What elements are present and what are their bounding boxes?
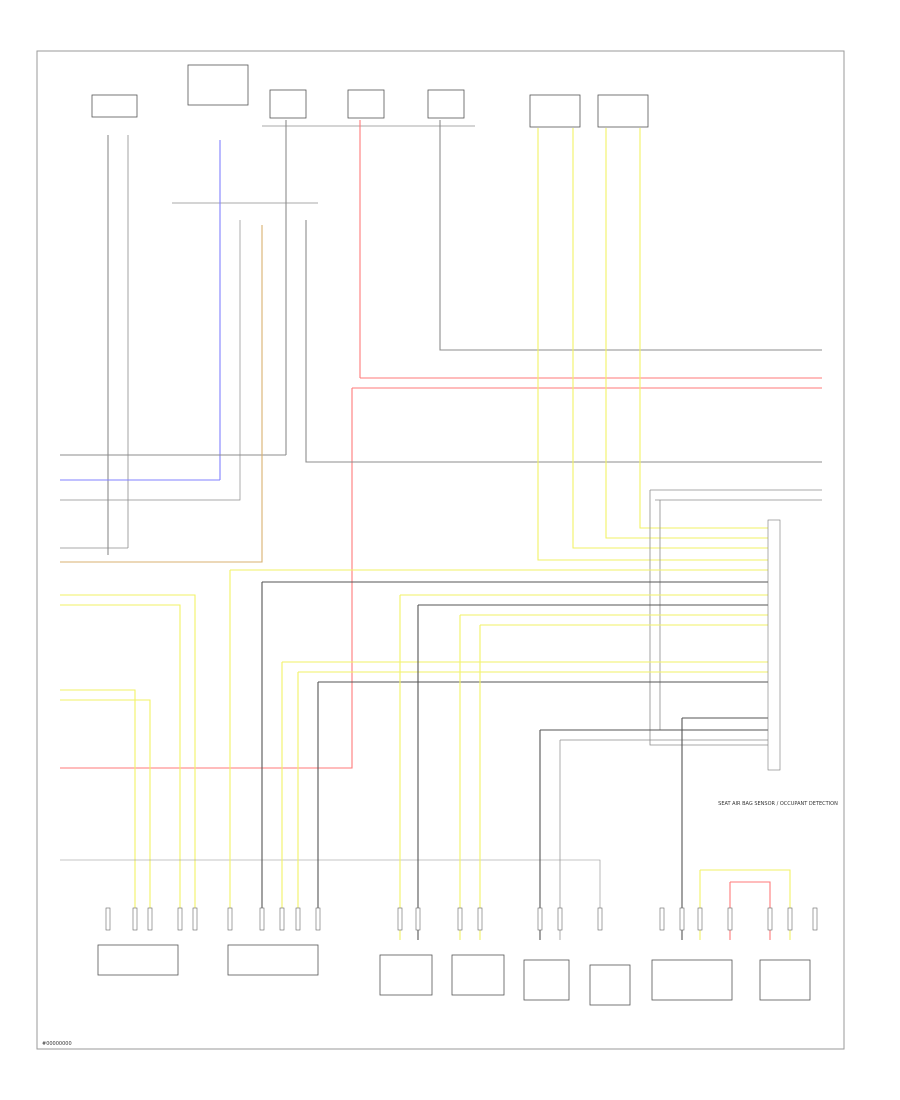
wire-16 <box>60 225 263 563</box>
pin-13 <box>477 907 483 931</box>
wire-41 <box>60 859 601 930</box>
wire-56 <box>730 881 771 940</box>
wire-11 <box>305 220 822 463</box>
wire-7 <box>439 120 822 351</box>
wires-group <box>60 120 822 940</box>
airbag-warning-light-connector <box>187 64 249 106</box>
steering-sensor-2 <box>597 94 649 128</box>
left-seat-airbag-2 <box>227 944 319 976</box>
pin-18 <box>679 907 685 931</box>
wire-20 <box>639 128 770 529</box>
pin-4 <box>192 907 198 931</box>
fuse-2 <box>347 89 385 119</box>
wire-38 <box>60 604 181 930</box>
pin-20 <box>727 907 733 931</box>
pin-23 <box>812 907 818 931</box>
wire-17 <box>537 128 770 561</box>
wire-14 <box>60 220 241 501</box>
diagram-frame <box>36 50 845 1050</box>
pin-14 <box>537 907 543 931</box>
right-seat-airbag <box>379 954 433 996</box>
fuse-3 <box>427 89 465 119</box>
pin-11 <box>415 907 421 931</box>
pin-2 <box>147 907 153 931</box>
wire-10 <box>60 388 353 769</box>
pin-10 <box>397 907 403 931</box>
wire-39 <box>60 689 136 930</box>
wire-54 <box>700 869 791 940</box>
ecu-connector-block <box>767 519 781 771</box>
pin-7 <box>279 907 285 931</box>
pin-12 <box>457 907 463 931</box>
wire-37 <box>60 594 196 930</box>
steering-sensor-1 <box>529 94 581 128</box>
seat-position-sensor <box>589 964 631 1006</box>
pin-9 <box>315 907 321 931</box>
footer-code: #00000000 <box>42 1041 72 1047</box>
pin-6 <box>259 907 265 931</box>
wire-19 <box>605 128 770 539</box>
fuse-1 <box>269 89 307 119</box>
curtain-airbag-2 <box>523 959 570 1001</box>
wire-23 <box>649 490 770 746</box>
wire-40 <box>60 699 151 930</box>
pin-22 <box>787 907 793 931</box>
pin-0 <box>105 907 111 931</box>
pin-5 <box>227 907 233 931</box>
pin-1 <box>132 907 138 931</box>
ecu-caption: SEAT AIR BAG SENSOR / OCCUPANT DETECTION <box>718 801 838 807</box>
left-front-sensor-connector <box>91 94 138 118</box>
components-group <box>91 64 818 1006</box>
pin-3 <box>177 907 183 931</box>
left-seat-airbag-1 <box>97 944 179 976</box>
pin-15 <box>557 907 563 931</box>
right-front-sensor <box>759 959 811 1001</box>
wire-18 <box>572 128 770 549</box>
curtain-airbag-1 <box>451 954 505 996</box>
buckle-switch <box>651 959 733 1001</box>
pin-17 <box>659 907 665 931</box>
pin-8 <box>295 907 301 931</box>
pin-16 <box>597 907 603 931</box>
pin-21 <box>767 907 773 931</box>
pin-19 <box>697 907 703 931</box>
